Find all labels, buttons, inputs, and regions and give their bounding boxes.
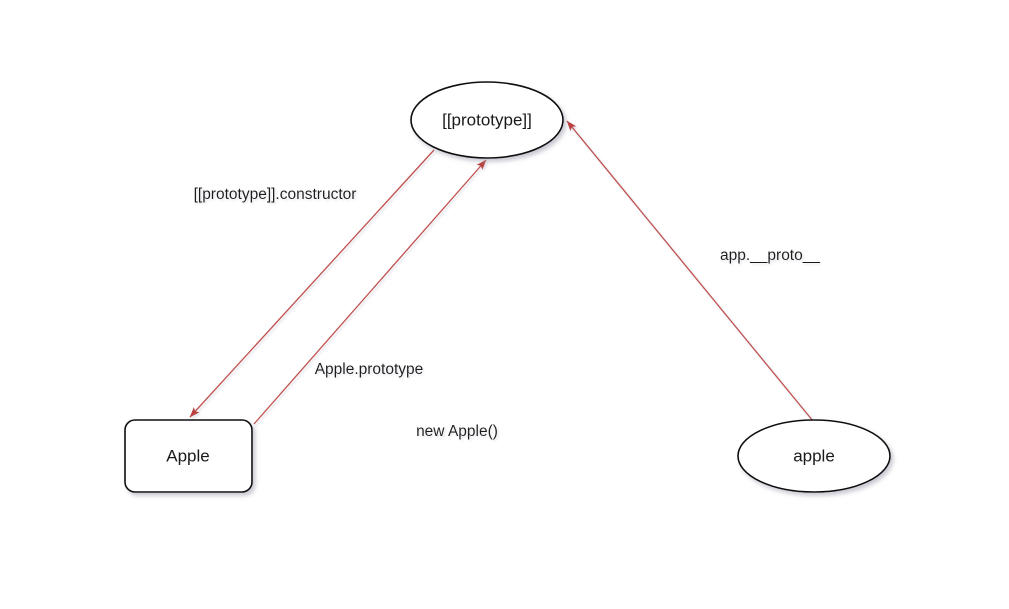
prototype-ellipse [410, 81, 564, 159]
edge-prototype-constructor[interactable] [189, 149, 435, 418]
nodes-layer: [[prototype]] Apple apple [124, 81, 891, 493]
apple-instance-ellipse [737, 419, 891, 493]
edge-line-app-proto [566, 120, 814, 422]
edge-label-prototype-constructor: [[prototype]].constructor [194, 186, 357, 203]
apple-constructor-label: Apple [166, 446, 209, 465]
edge-apple-prototype[interactable] [253, 159, 487, 425]
node-prototype[interactable]: [[prototype]] [410, 81, 564, 159]
edge-labels-layer: [[prototype]].constructor Apple.prototyp… [194, 186, 821, 440]
node-apple-constructor[interactable]: Apple [124, 419, 253, 493]
edge-line-prototype-constructor [189, 149, 435, 418]
edge-label-apple-prototype: Apple.prototype [315, 361, 424, 378]
edge-label-app-proto: app.__proto__ [720, 247, 820, 264]
prototype-node-label: [[prototype]] [442, 110, 532, 129]
apple-constructor-box [124, 419, 253, 493]
edge-line-apple-prototype [253, 159, 487, 425]
apple-instance-label: apple [793, 446, 835, 465]
node-apple-instance[interactable]: apple [737, 419, 891, 493]
edges-layer [189, 120, 814, 460]
edge-app-proto[interactable] [566, 120, 814, 422]
edge-label-new-apple: new Apple() [416, 423, 498, 440]
